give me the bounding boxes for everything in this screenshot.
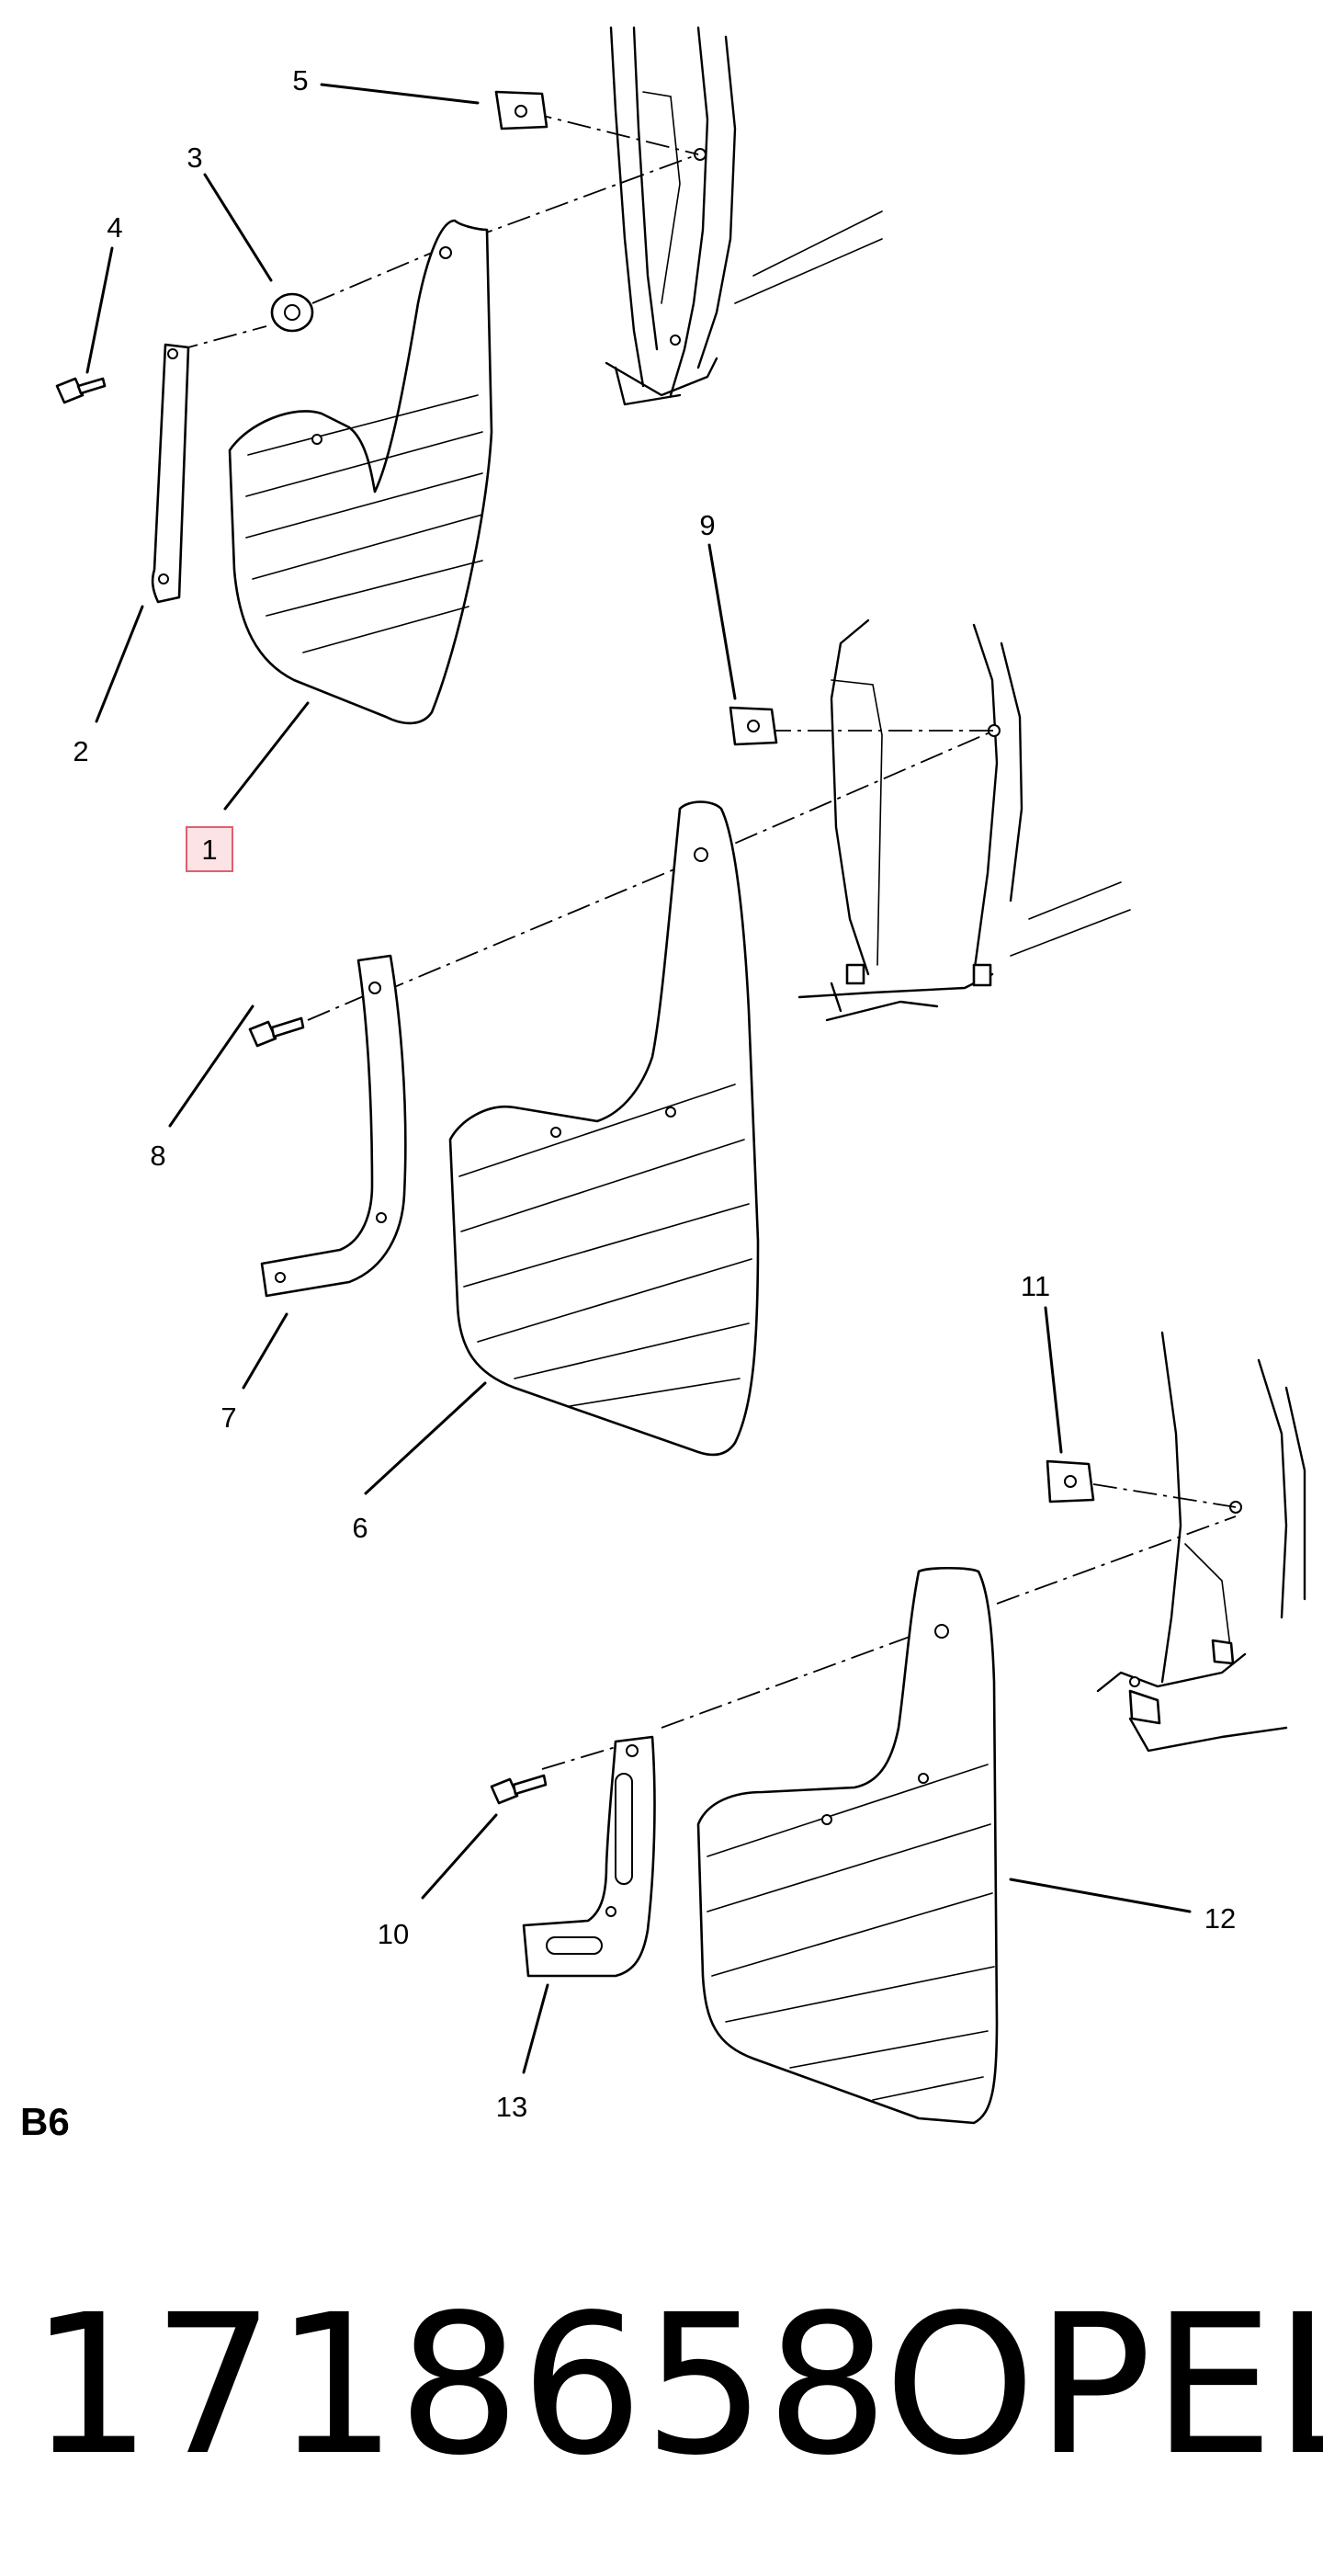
part-number-title: 1718658 <box>29 2273 888 2498</box>
fastening-line <box>541 1741 635 1770</box>
mud-flap-part-1[interactable] <box>228 219 493 725</box>
callout-8[interactable]: 8 <box>150 1140 165 1172</box>
clip-nut-part-5[interactable] <box>494 90 548 131</box>
callout-1[interactable]: 1 <box>201 834 217 866</box>
clip-nut-part-11[interactable] <box>1046 1459 1095 1504</box>
fastening-line <box>996 1515 1237 1605</box>
fastening-line <box>1092 1483 1237 1508</box>
fastening-line <box>311 252 433 304</box>
leader-lines <box>85 83 1192 2074</box>
fastening-line <box>527 111 699 155</box>
screw-part-4[interactable] <box>55 377 107 404</box>
callout-9[interactable]: 9 <box>699 509 715 541</box>
callout-1-highlight[interactable]: 1 <box>186 826 233 872</box>
wheel-arch-body-top <box>605 26 883 406</box>
assembly-top <box>55 26 883 725</box>
screw-part-10[interactable] <box>490 1774 548 1805</box>
fastening-line <box>174 325 267 352</box>
wheel-arch-body-bottom <box>1096 1331 1306 1753</box>
assembly-bottom <box>490 1331 1306 2125</box>
fastening-line <box>307 992 373 1021</box>
fastening-line <box>661 1626 938 1729</box>
callout-5[interactable]: 5 <box>292 64 308 96</box>
callout-13[interactable]: 13 <box>496 2091 527 2123</box>
fastening-line <box>697 730 995 860</box>
brand-title: OPEL <box>884 2273 1323 2498</box>
callout-6[interactable]: 6 <box>352 1512 368 1544</box>
assembly-middle <box>248 618 1131 1457</box>
washer-part-3[interactable] <box>270 292 314 333</box>
fastening-line <box>380 858 699 993</box>
callout-10[interactable]: 10 <box>378 1918 409 1950</box>
callout-12[interactable]: 12 <box>1204 1902 1236 1935</box>
callout-7[interactable]: 7 <box>220 1401 236 1434</box>
callout-4[interactable]: 4 <box>107 211 122 244</box>
bracket-part-13[interactable] <box>522 1735 656 1978</box>
bracket-part-7[interactable] <box>260 954 407 1298</box>
mud-flap-part-6[interactable] <box>448 800 760 1457</box>
callout-numbers: 5 3 4 2 1 9 8 7 6 11 12 10 13 <box>73 64 1236 2123</box>
callout-11[interactable]: 11 <box>1021 1270 1050 1302</box>
clip-nut-part-9[interactable] <box>729 706 778 746</box>
callout-2[interactable]: 2 <box>73 735 88 767</box>
mud-flap-part-12[interactable] <box>696 1566 999 2125</box>
wheel-arch-body-middle <box>797 618 1131 1022</box>
callout-3[interactable]: 3 <box>187 142 202 174</box>
bracket-part-2[interactable] <box>151 343 190 604</box>
grid-reference: B6 <box>20 2100 70 2143</box>
screw-part-8[interactable] <box>248 1016 305 1048</box>
